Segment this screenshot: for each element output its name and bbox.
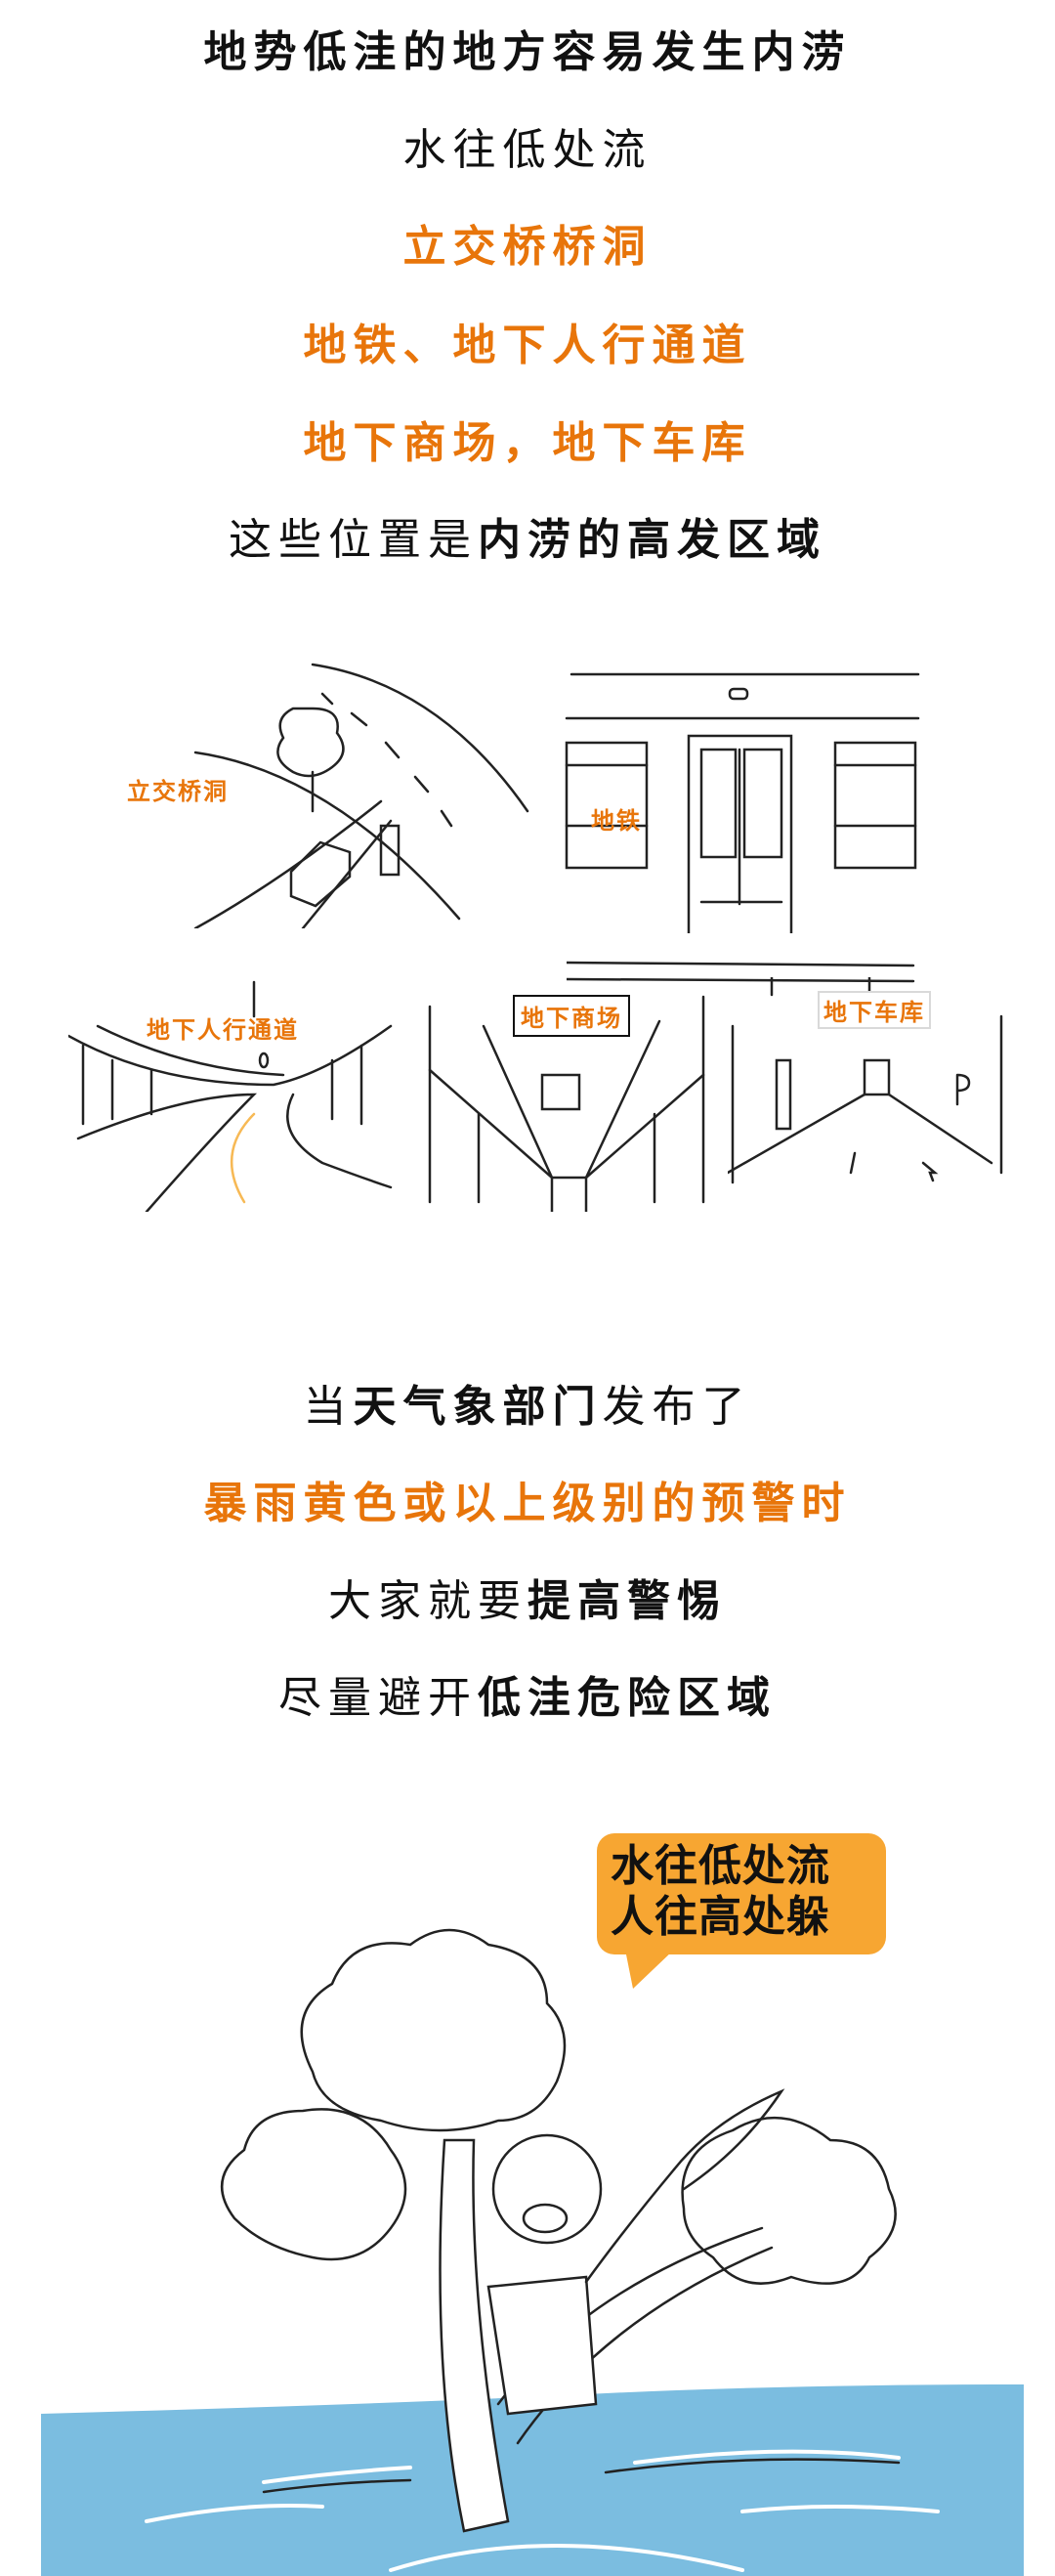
underpass-label: 地下人行通道 [147,1016,299,1044]
overpass-label: 立交桥洞 [127,778,229,805]
overpass-sketch [193,663,529,930]
warning-intro-c: 发布了 [602,1382,752,1432]
avoid-area-regular: 尽量避开 [278,1673,478,1723]
location-overpass: 立交桥桥洞 [402,222,653,272]
garage-illustration: 地下车库 [726,975,1006,1212]
subway-sketch [555,672,930,1031]
flood-tree-illustration [41,1928,1024,2576]
raise-alert-regular: 大家就要 [328,1576,528,1626]
raise-alert-bold: 提高警惕 [528,1576,727,1626]
rainstorm-warning: 暴雨黄色或以上级别的预警时 [203,1479,852,1528]
mall-illustration: 地下商场 [425,987,708,1228]
boy-body [486,2275,598,2416]
bubble-line2: 人往高处躲 [611,1892,830,1942]
location-mall-garage: 地下商场，地下车库 [303,418,752,468]
summary-bold: 内涝的高发区域 [478,515,826,565]
speech-bubble: 水往低处流 人往高处躲 [597,1833,886,1954]
weather-department: 天气象部门 [353,1382,603,1432]
boy-arm [584,2168,676,2284]
speech-bubble-pointer [625,1950,674,1989]
avoid-area-bold: 低洼危险区域 [478,1673,777,1723]
tree-canopy-left [220,2108,407,2261]
summary-line: 这些位置是内涝的高发区域 [0,511,1055,570]
raise-alert-line: 大家就要提高警惕 [0,1572,1055,1631]
boy-mouth [522,2203,569,2234]
subline-water-flows-low: 水往低处流 [402,125,653,175]
warning-intro: 当天气象部门发布了 [0,1378,1055,1437]
mall-sketch [428,995,705,1228]
underpass-sketch [66,980,393,1214]
mall-label: 地下商场 [513,995,630,1037]
bubble-line1: 水往低处流 [611,1841,830,1891]
headline: 地势低洼的地方容易发生内涝 [203,27,852,77]
underpass-illustration: 地下人行通道 [66,977,401,1214]
garage-sketch [726,975,1003,1184]
subway-rails [567,961,915,983]
warning-intro-a: 当 [303,1382,354,1432]
ripples [145,2504,940,2572]
avoid-area-line: 尽量避开低洼危险区域 [0,1669,1055,1728]
location-subway-underpass: 地铁、地下人行通道 [303,321,752,370]
water [41,2384,1024,2576]
tree-canopy-right [681,2116,897,2285]
handkerchief [672,2088,785,2191]
subway-label: 地铁 [591,807,642,835]
subway-illustration: 地铁 [555,660,930,1031]
boy-head [491,2133,603,2245]
tree-canopy-top [300,1928,567,2132]
garage-label: 地下车库 [818,991,931,1029]
summary-regular: 这些位置是 [229,515,478,565]
tree-trunk [439,2138,510,2533]
overpass-illustration: 立交桥洞 [127,655,547,930]
